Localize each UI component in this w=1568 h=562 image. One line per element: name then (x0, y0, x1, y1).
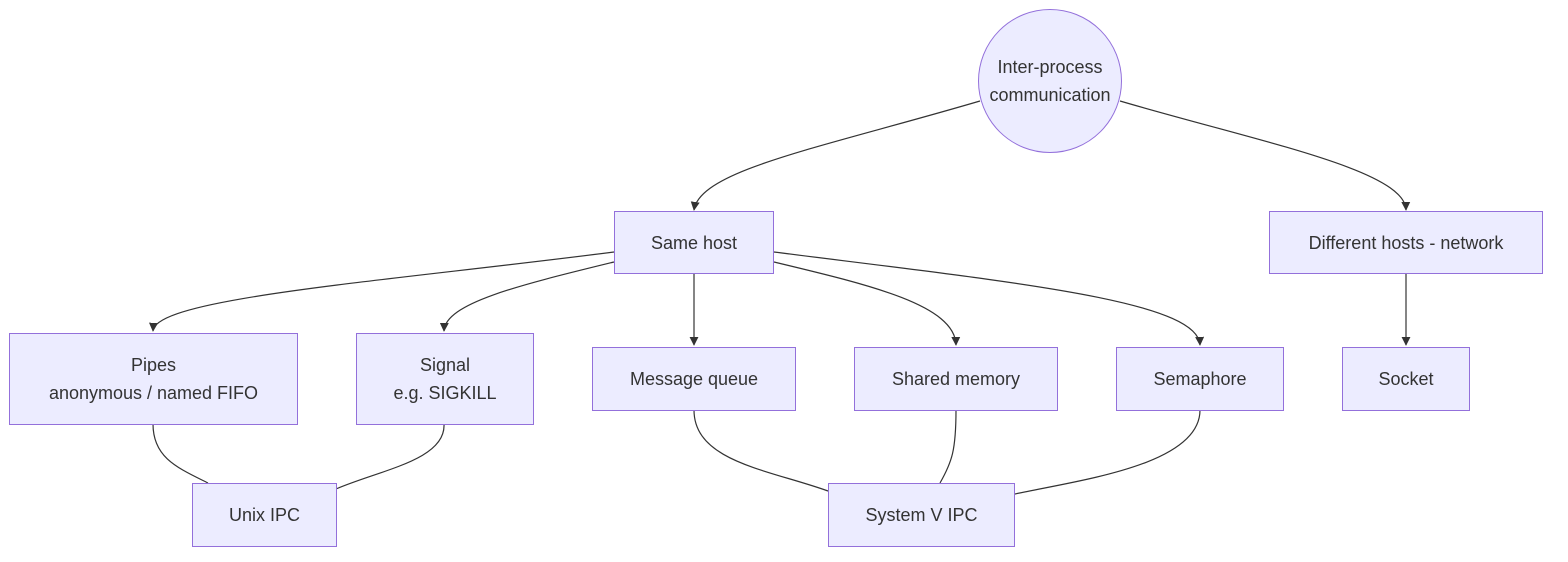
node-label: Message queue (630, 365, 758, 393)
edge-message-queue-to-system-v-ipc (693, 409, 829, 492)
edge-same-host-to-shared-memory (773, 261, 961, 346)
node-label: Socket (1378, 365, 1433, 393)
node-label-line: Pipes (130, 355, 177, 375)
edge-pipes-to-unix-ipc (152, 423, 209, 484)
node-label-line: Shared memory (891, 369, 1021, 389)
node-label: Different hosts - network (1309, 229, 1504, 257)
node-label-line: e.g. SIGKILL (393, 383, 497, 403)
node-inter-process-communication[interactable]: Inter-process communication (978, 9, 1122, 153)
edge-ipc-to-same-host (690, 100, 981, 211)
node-label: Semaphore (1153, 365, 1246, 393)
node-semaphore[interactable]: Semaphore (1116, 347, 1284, 411)
node-label-line: Message queue (629, 369, 759, 389)
node-label-line: Different hosts - network (1308, 232, 1504, 253)
node-label-line: Signal (419, 355, 471, 375)
node-label: Signal e.g. SIGKILL (393, 351, 496, 407)
node-label-line: Inter-process (997, 57, 1103, 77)
node-system-v-ipc[interactable]: System V IPC (828, 483, 1015, 547)
node-label-line: Unix IPC (228, 505, 300, 525)
edge-same-host-to-signal (439, 261, 615, 332)
node-label: Same host (651, 229, 737, 257)
node-label-line: Same host (650, 232, 738, 253)
node-unix-ipc[interactable]: Unix IPC (192, 483, 337, 547)
node-pipes[interactable]: Pipes anonymous / named FIFO (9, 333, 298, 425)
node-label-line: Semaphore (1153, 369, 1247, 389)
node-different-hosts-network[interactable]: Different hosts - network (1269, 211, 1543, 274)
edge-semaphore-to-system-v-ipc (1014, 409, 1201, 495)
node-shared-memory[interactable]: Shared memory (854, 347, 1058, 411)
node-label: System V IPC (865, 501, 977, 529)
edge-signal-to-unix-ipc (335, 423, 445, 490)
edge-shared-memory-to-system-v-ipc (939, 409, 957, 484)
node-label: Unix IPC (229, 501, 300, 529)
node-label-line: System V IPC (865, 505, 978, 525)
node-label-line: Socket (1378, 369, 1434, 389)
node-same-host[interactable]: Same host (614, 211, 774, 274)
node-label: Shared memory (892, 365, 1020, 393)
node-label: Inter-process communication (989, 53, 1110, 109)
edge-same-host-to-semaphore (773, 251, 1205, 346)
node-socket[interactable]: Socket (1342, 347, 1470, 411)
edge-same-host-to-pipes (149, 251, 615, 332)
node-label: Pipes anonymous / named FIFO (49, 351, 258, 407)
node-message-queue[interactable]: Message queue (592, 347, 796, 411)
node-label-line: communication (989, 85, 1111, 105)
edge-ipc-to-different-hosts (1119, 100, 1411, 211)
node-label-line: anonymous / named FIFO (48, 383, 259, 403)
node-signal[interactable]: Signal e.g. SIGKILL (356, 333, 534, 425)
